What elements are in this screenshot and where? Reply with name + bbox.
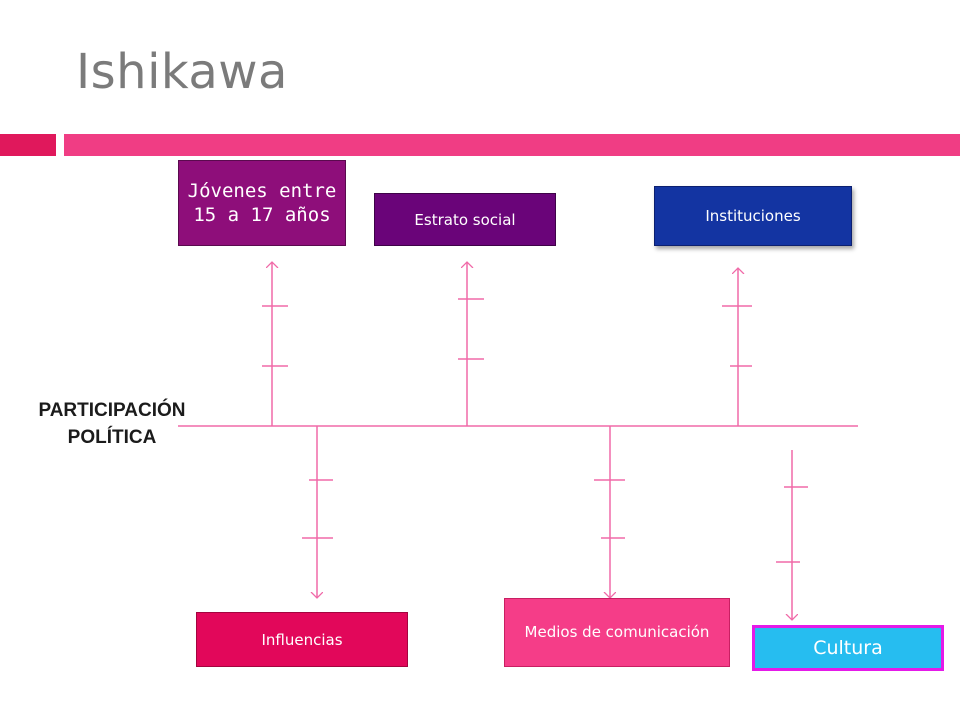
cause-instituciones-box: Instituciones bbox=[654, 186, 852, 246]
slide-title: Ishikawa bbox=[76, 44, 288, 100]
cause-influencias-box: Influencias bbox=[196, 612, 408, 667]
accent-bar-right bbox=[64, 134, 960, 156]
cause-jovenes-box: Jóvenes entre 15 a 17 años bbox=[178, 160, 346, 246]
accent-bar-left bbox=[0, 134, 56, 156]
effect-label-line2: POLÍTICA bbox=[67, 427, 157, 448]
cause-estrato-box: Estrato social bbox=[374, 193, 556, 246]
effect-label-line1: PARTICIPACIÓN bbox=[38, 400, 186, 421]
cause-cultura-box: Cultura bbox=[752, 625, 944, 671]
effect-label: PARTICIPACIÓN POLÍTICA bbox=[14, 397, 210, 451]
cause-medios-box: Medios de comunicación bbox=[504, 598, 730, 667]
